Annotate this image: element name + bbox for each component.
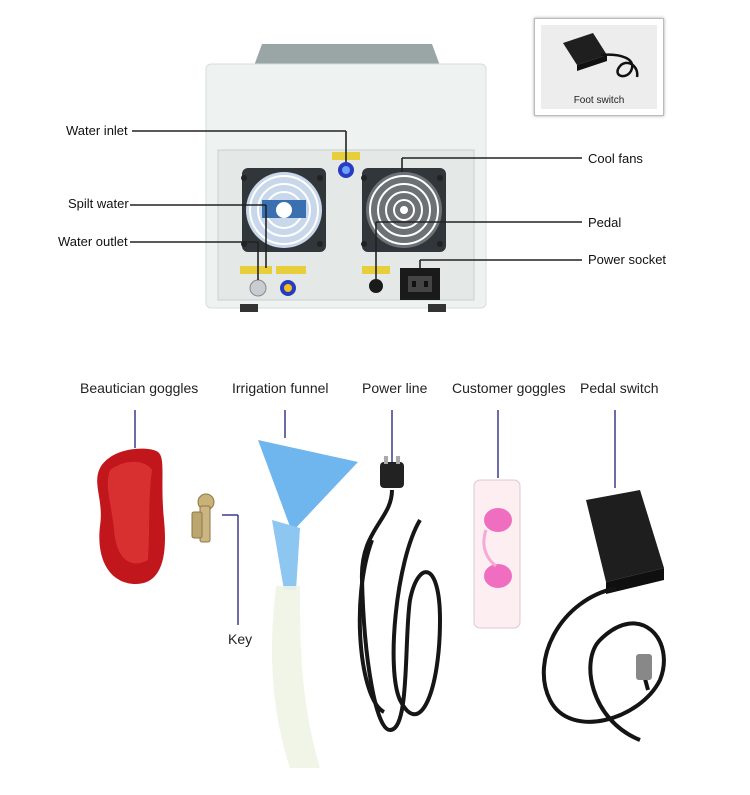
key-image (191, 493, 215, 543)
label-customer-goggles: Customer goggles (452, 380, 566, 396)
power-line-image (357, 456, 443, 733)
label-beautician-goggles: Beautician goggles (80, 380, 199, 396)
machine-rear-illustration (130, 44, 582, 312)
foot-switch-caption: Foot switch (573, 95, 625, 106)
power-socket (400, 268, 440, 300)
label-pedal: Pedal (588, 215, 622, 230)
label-pedal-switch: Pedal switch (580, 380, 659, 396)
right-fan (362, 168, 446, 252)
left-fan (242, 168, 326, 252)
label-spilt-water: Spilt water (68, 196, 129, 211)
label-water-outlet: Water outlet (58, 234, 128, 249)
foot-switch-inset: Foot switch (534, 18, 664, 116)
accessories-illustration (97, 410, 666, 768)
label-key: Key (228, 631, 253, 647)
label-cool-fans: Cool fans (588, 151, 643, 166)
beautician-goggles-image (97, 448, 165, 584)
water-outlet-connector (249, 279, 267, 297)
label-water-inlet: Water inlet (66, 123, 128, 138)
customer-goggles-image (473, 479, 521, 629)
pedal-switch-image (541, 490, 666, 742)
label-power-socket: Power socket (588, 252, 667, 267)
foot-switch-image (563, 33, 639, 78)
pedal-connector (369, 279, 383, 293)
irrigation-funnel-image (258, 440, 358, 768)
label-irrigation-funnel: Irrigation funnel (232, 380, 329, 396)
label-power-line: Power line (362, 380, 428, 396)
